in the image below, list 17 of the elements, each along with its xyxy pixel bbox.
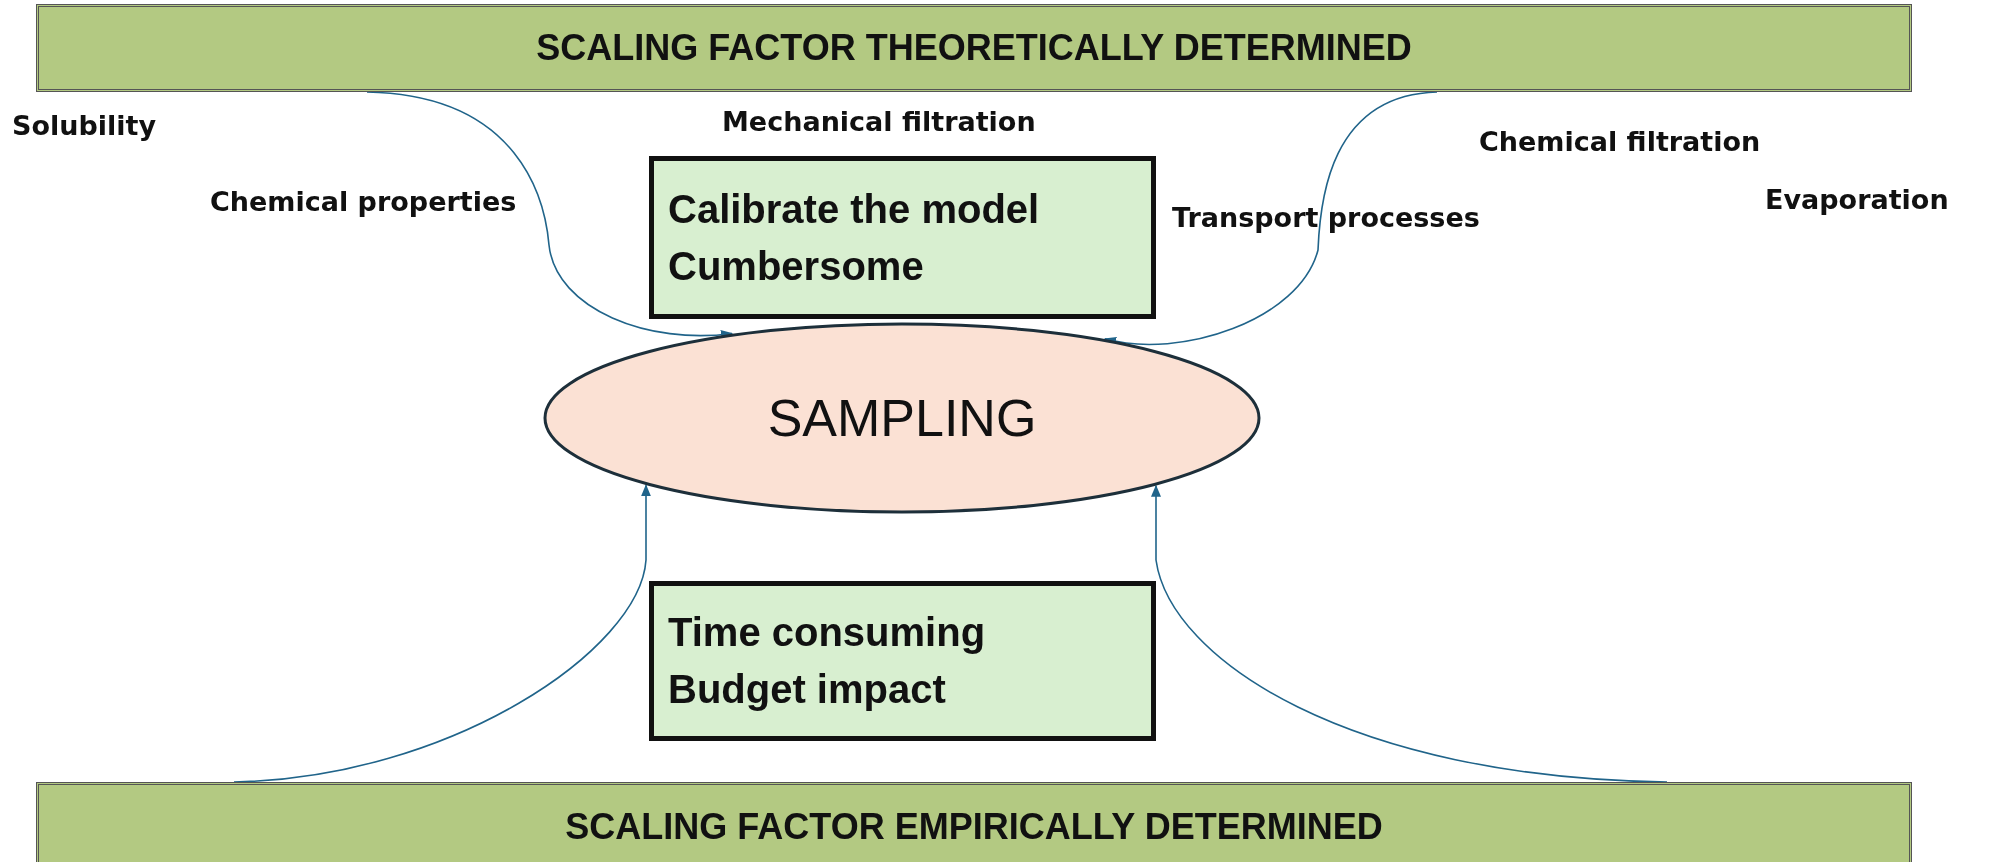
note-text: Calibrate the model <box>668 186 1041 232</box>
note-text: Time consuming <box>668 610 987 655</box>
note-box <box>649 156 1156 319</box>
factor-label: Solubility <box>12 110 157 141</box>
factor-label: Chemical filtration <box>1479 126 1761 157</box>
factor-label: Chemical properties <box>210 186 517 217</box>
factor-label: Evaporation <box>1765 184 1949 215</box>
banner-text: SCALING FACTOR EMPIRICALLY DETERMINED <box>565 806 1383 848</box>
ellipse-text: SAMPLING <box>767 388 1037 448</box>
banner-text: SCALING FACTOR THEORETICALLY DETERMINED <box>536 27 1412 69</box>
factor-label: Transport processes <box>1172 202 1480 233</box>
note-text: Cumbersome <box>668 243 925 289</box>
title-banner <box>36 4 1912 92</box>
note-text: Budget impact <box>668 667 947 712</box>
factor-label: Mechanical filtration <box>722 106 1036 137</box>
title-banner <box>36 782 1912 862</box>
note-box <box>649 581 1156 741</box>
